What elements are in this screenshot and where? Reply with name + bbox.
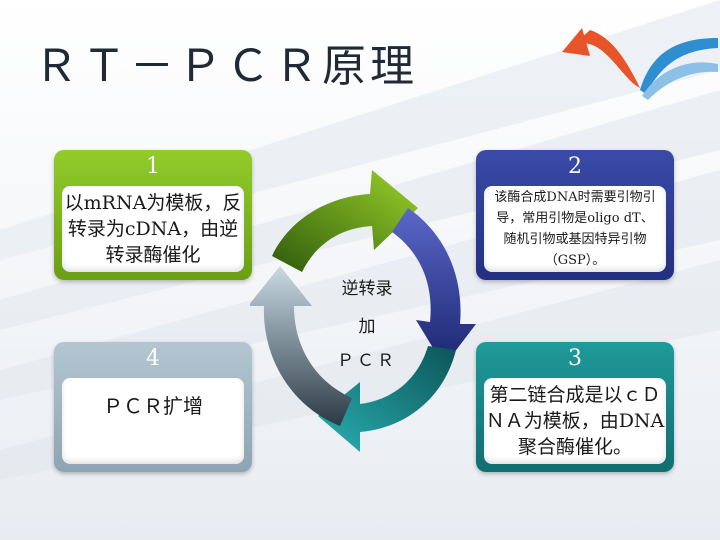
arrow-green (272, 170, 418, 272)
center-label-line-2: 加 (358, 317, 376, 337)
step-text-1: 以mRNA为模板，反 转录为cDNA，由逆 转录酶催化 (62, 186, 244, 272)
step-card-2: 2 该酶合成DNA时需要引物引 导，常用引物是oligo dT、 随机引物或基因… (476, 150, 674, 280)
step-card-1: 1 以mRNA为模板，反 转录为cDNA，由逆 转录酶催化 (54, 150, 252, 280)
cycle-arrows-diagram (250, 170, 476, 452)
step-card-3: 3 第二链合成是以ｃＤ ＮＡ为模板，由DNA 聚合酶催化。 (476, 342, 674, 472)
step-3-line-2: ＮＡ为模板，由DNA (485, 410, 665, 432)
step-2-line-4: （GSP）。 (544, 253, 606, 268)
step-1-line-2: 转录为cDNA，由逆 (67, 218, 239, 240)
step-text-2: 该酶合成DNA时需要引物引 导，常用引物是oligo dT、 随机引物或基因特异… (484, 186, 666, 272)
step-2-line-3: 随机引物或基因特异引物 (503, 232, 647, 247)
step-card-4: 4 ＰＣＲ扩增 (54, 342, 252, 472)
step-2-line-1: 该酶合成DNA时需要引物引 (494, 190, 656, 205)
step-1-line-3: 转录酶催化 (105, 244, 201, 266)
arrow-navy (392, 208, 476, 366)
swoosh-logo-icon (562, 28, 718, 100)
step-3-line-3: 聚合酶催化。 (517, 436, 632, 458)
arrow-grey (250, 266, 352, 426)
step-4-line-1: ＰＣＲ扩增 (103, 394, 203, 418)
arrow-teal (318, 346, 456, 452)
center-label-line-1: 逆转录 (341, 279, 393, 299)
step-number-1: 1 (146, 154, 160, 179)
step-number-3: 3 (568, 346, 582, 371)
step-number-2: 2 (568, 154, 582, 179)
step-1-line-1: 以mRNA为模板，反 (64, 192, 242, 214)
step-number-4: 4 (146, 346, 160, 371)
center-label-line-3: ＰＣＲ (337, 351, 397, 371)
step-text-4: ＰＣＲ扩增 (62, 378, 244, 464)
step-2-line-2: 导，常用引物是oligo dT、 (496, 211, 654, 226)
step-3-line-1: 第二链合成是以ｃＤ (489, 384, 661, 406)
step-text-3: 第二链合成是以ｃＤ ＮＡ为模板，由DNA 聚合酶催化。 (484, 378, 666, 464)
slide-title: ＲＴ－ＰＣＲ原理 (34, 41, 418, 92)
